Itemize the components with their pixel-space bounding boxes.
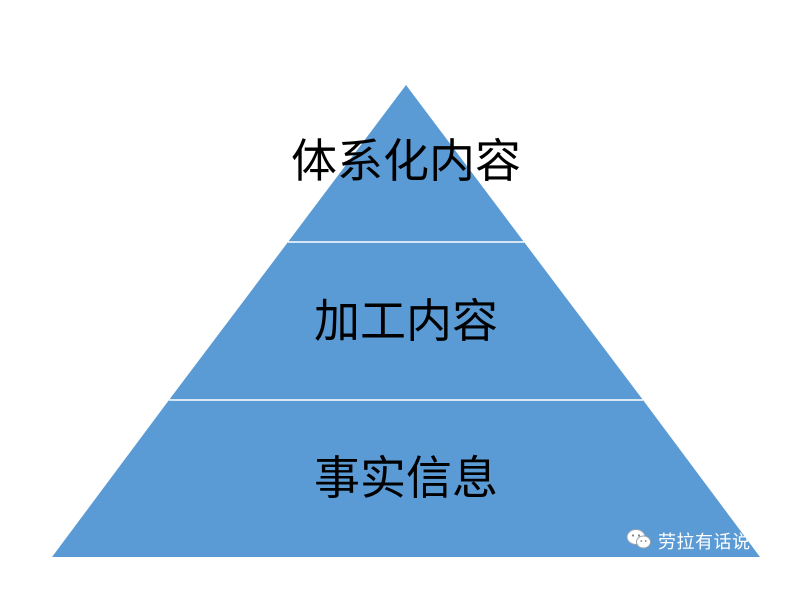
- pyramid-tier-bottom: [52, 400, 760, 557]
- tier-label-top: 体系化内容: [291, 134, 521, 188]
- tier-label-middle: 加工内容: [314, 294, 498, 348]
- tier-label-bottom: 事实信息: [314, 451, 498, 505]
- pyramid-tier-top: [288, 85, 524, 242]
- pyramid-tier-middle: [169, 242, 643, 400]
- wechat-icon: [626, 528, 652, 554]
- watermark-text: 劳拉有话说: [658, 532, 751, 553]
- watermark: 劳拉有话说: [626, 528, 751, 554]
